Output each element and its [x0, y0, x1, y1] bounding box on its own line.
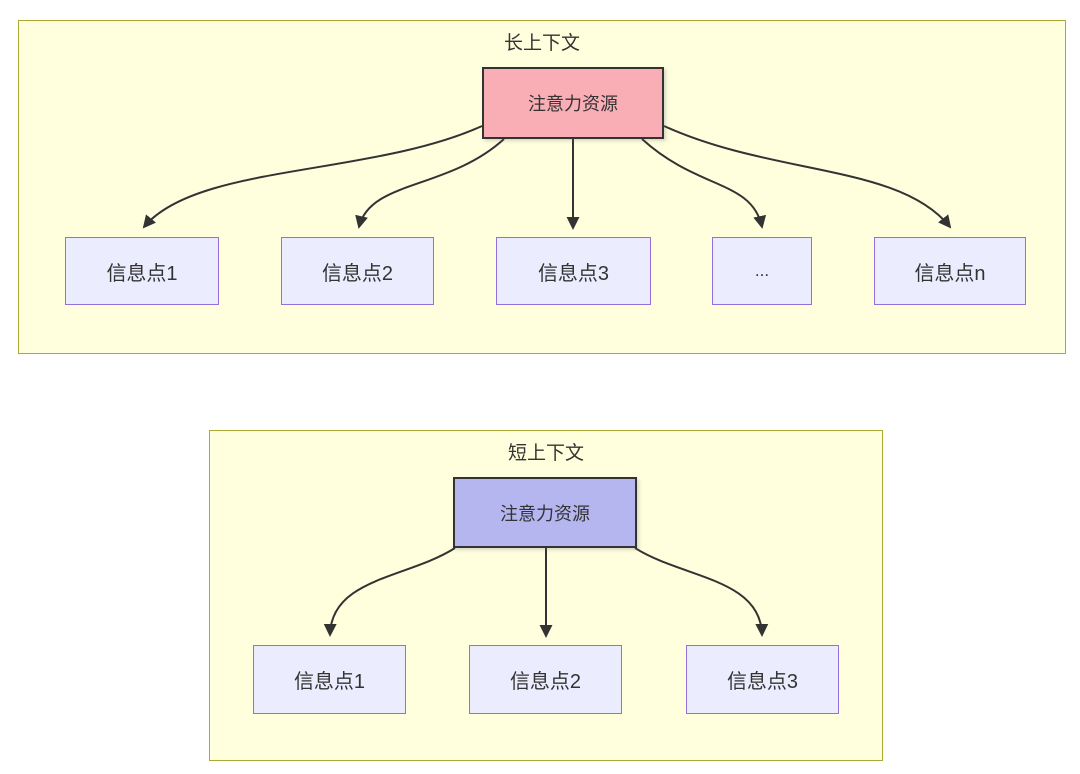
info-node-long-2: 信息点2: [281, 237, 434, 305]
info-node-short-2: 信息点2: [469, 645, 622, 714]
info-node-long-1: 信息点1: [65, 237, 219, 305]
arrow-short-to-info3: [634, 547, 769, 637]
arrow-short-to-info1: [323, 547, 456, 637]
attention-node-short: 注意力资源: [453, 477, 637, 548]
arrow-long-to-info2: [355, 138, 505, 229]
arrow-long-to-info1: [142, 125, 483, 229]
info-node-long-ellipsis: ...: [712, 237, 812, 305]
attention-node-long: 注意力资源: [482, 67, 664, 139]
info-node-long-n: 信息点n: [874, 237, 1026, 305]
arrow-long-to-ellipsis: [641, 138, 767, 229]
info-node-short-3: 信息点3: [686, 645, 839, 714]
info-node-long-3: 信息点3: [496, 237, 651, 305]
long-context-title: 长上下文: [503, 33, 580, 54]
short-context-title: 短上下文: [507, 443, 584, 464]
info-node-short-1: 信息点1: [253, 645, 406, 714]
arrow-long-to-infon: [663, 125, 952, 229]
